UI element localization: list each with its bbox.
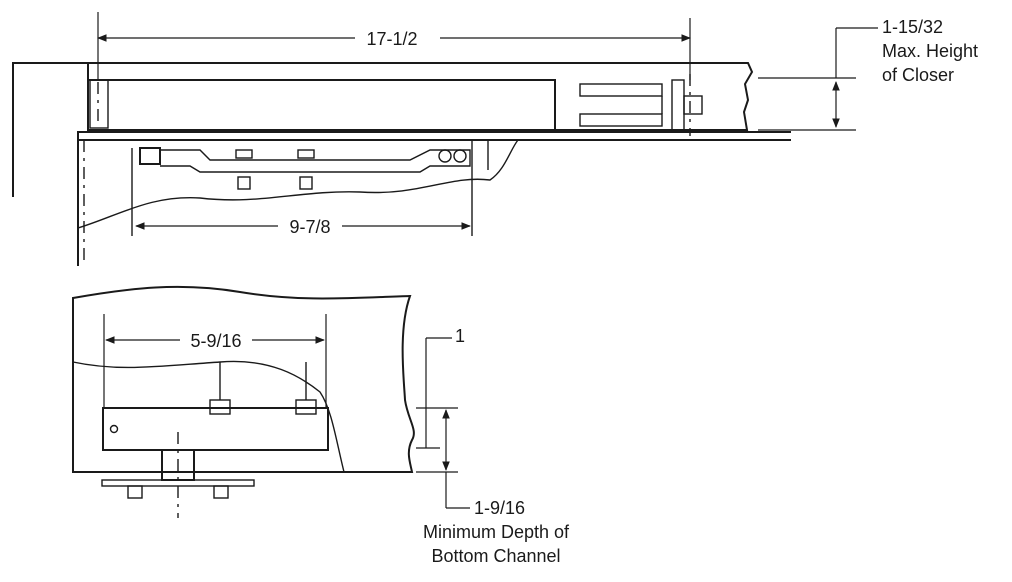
top-elevation-view: 17-1/2 1-15/32 Max. Height of Closer 9-7… — [12, 12, 978, 266]
bottom-section-view: 5-9/16 1 1-9/16 Minimum Depth of Bottom … — [72, 285, 570, 566]
arm-length-label: 9-7/8 — [289, 217, 330, 237]
channel-depth-caption-line2: Bottom Channel — [431, 546, 560, 566]
channel-depth-caption-line1: Minimum Depth of — [423, 522, 570, 542]
closer-height-caption-line1: Max. Height — [882, 41, 978, 61]
channel-depth-value: 1-9/16 — [474, 498, 525, 518]
overall-length-label: 17-1/2 — [366, 29, 417, 49]
closer-height-value: 1-15/32 — [882, 17, 943, 37]
offset-value-label: 1 — [455, 326, 465, 346]
spindle-offset-label: 5-9/16 — [190, 331, 241, 351]
closer-height-caption-line2: of Closer — [882, 65, 954, 85]
